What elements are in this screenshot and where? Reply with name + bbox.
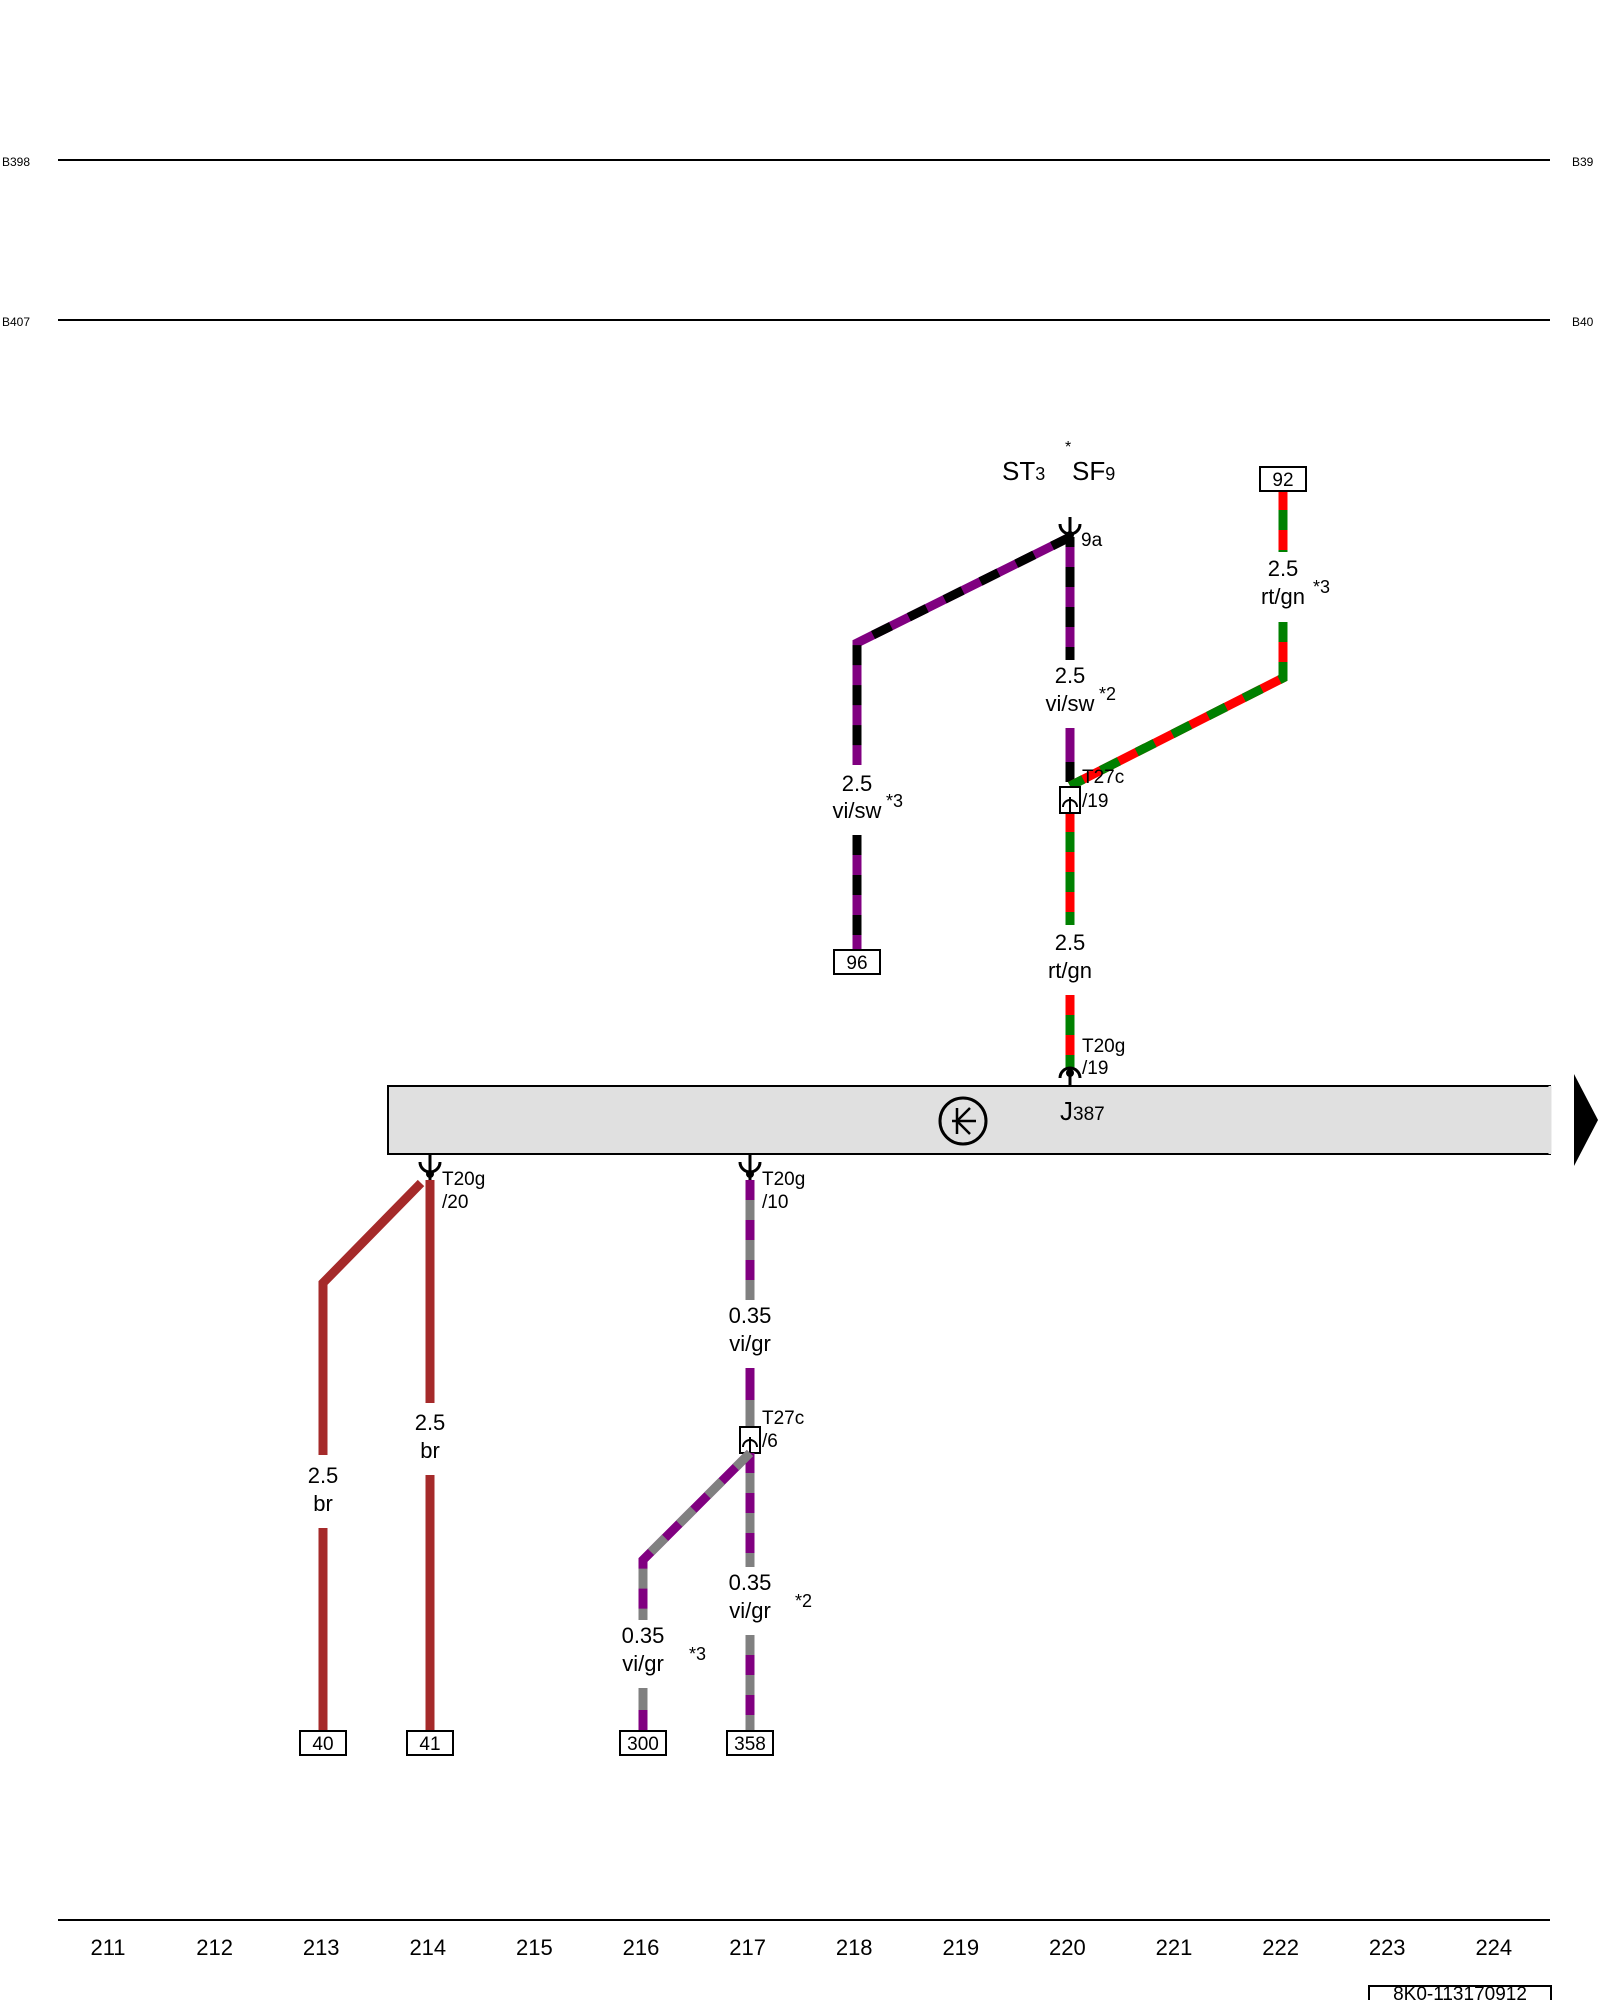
wire-rtgn-right-size: 2.5: [1268, 556, 1299, 581]
bus-second-left-label: B407: [2, 315, 30, 329]
doc-number-box: 8K0-113170912: [1368, 1984, 1552, 2000]
ruler-label: 224: [1475, 1935, 1512, 1960]
wire-br-214-color: br: [420, 1438, 440, 1463]
ruler-label: 211: [90, 1935, 125, 1960]
wire-br-213: 2.5 br: [308, 1179, 425, 1731]
connector-t20g-10-line1: T20g: [762, 1169, 805, 1190]
wire-visw-left-size: 2.5: [842, 771, 873, 796]
wire-vigr-217b-size: 0.35: [729, 1570, 772, 1595]
fuse-sf-label: SF9: [1072, 456, 1115, 486]
connector-t20g-19: T20g /19: [1058, 1036, 1125, 1086]
ruler-label: 220: [1049, 1935, 1086, 1960]
ruler-label: 214: [409, 1935, 446, 1960]
connector-t20g-19-line2: /19: [1082, 1058, 1108, 1079]
wire-rtgn-mid-size: 2.5: [1055, 930, 1086, 955]
connector-t20g-20-line2: /20: [442, 1192, 468, 1213]
wire-visw-mid-note: *2: [1099, 684, 1116, 704]
ruler-label: 218: [836, 1935, 873, 1960]
wire-visw-left-note: *3: [886, 791, 903, 811]
bus-line-second: B407 B40: [2, 315, 1594, 329]
wire-visw-mid-size: 2.5: [1055, 663, 1086, 688]
fuse-label-group: ST3 SF9 * 9a: [1002, 439, 1115, 551]
connector-t27c-19-line2: /19: [1082, 791, 1108, 812]
wire-vigr-217b-color: vi/gr: [729, 1598, 771, 1623]
ruler-label: 215: [516, 1935, 553, 1960]
wire-br-214-size: 2.5: [415, 1410, 446, 1435]
wire-rtgn-right: 2.5 rt/gn *3: [1067, 490, 1330, 791]
connector-t20g-10: T20g /10: [738, 1155, 805, 1213]
ruler-label: 222: [1262, 1935, 1299, 1960]
wire-vigr-216-color: vi/gr: [622, 1651, 664, 1676]
connector-t27c-19-line1: T27c: [1082, 767, 1124, 788]
relay-j387: J387: [387, 1085, 1552, 1155]
connector-t27c-6-line2: /6: [762, 1431, 778, 1452]
terminal-40-label: 40: [312, 1734, 333, 1755]
wire-vigr-216-note: *3: [689, 1644, 706, 1664]
wire-vigr-216: 0.35 vi/gr *3: [622, 1449, 754, 1731]
ruler: 211 212 213 214 215 216 217 218 219 220 221 222 223 2…: [58, 1919, 1550, 1960]
terminal-41[interactable]: 41: [406, 1730, 454, 1756]
terminal-92-label: 92: [1272, 470, 1293, 491]
wire-vigr-217b-note: *2: [795, 1591, 812, 1611]
ruler-label: 212: [196, 1935, 233, 1960]
wire-rtgn-mid-color: rt/gn: [1048, 958, 1092, 983]
connector-t27c-6-line1: T27c: [762, 1408, 804, 1429]
terminal-358[interactable]: 358: [726, 1730, 774, 1756]
wire-br-213-size: 2.5: [308, 1463, 339, 1488]
ruler-label: 221: [1156, 1935, 1193, 1960]
wire-rtgn-right-note: *3: [1313, 577, 1330, 597]
ruler-label: 219: [942, 1935, 979, 1960]
wire-br-213-color: br: [313, 1491, 333, 1516]
relay-symbol-icon: [938, 1096, 988, 1146]
wire-vigr-216-size: 0.35: [622, 1623, 665, 1648]
wire-visw-mid-color: vi/sw: [1046, 691, 1095, 716]
connector-t20g-20-line1: T20g: [442, 1169, 485, 1190]
fuse-pin-label: 9a: [1081, 530, 1103, 551]
wire-visw-mid: 2.5 vi/sw *2: [1046, 537, 1116, 782]
wire-visw-left: 2.5 vi/sw *3: [833, 532, 1073, 950]
ruler-label: 213: [303, 1935, 340, 1960]
terminal-92[interactable]: 92: [1259, 466, 1307, 492]
wire-br-214: 2.5 br: [415, 1180, 446, 1731]
connector-t20g-19-line1: T20g: [1082, 1036, 1125, 1057]
wire-vigr-217b: 0.35 vi/gr *2: [729, 1453, 812, 1731]
terminal-300-label: 300: [627, 1734, 659, 1755]
bus-top-right-label: B39: [1572, 155, 1594, 169]
bus-second-right-label: B40: [1572, 315, 1594, 329]
connector-t27c-6: T27c /6: [739, 1408, 804, 1454]
ruler-label: 217: [729, 1935, 766, 1960]
fuse-star-note: *: [1065, 439, 1071, 456]
ruler-labels: 211 212 213 214 215 216 217 218 219 220 221 222 223 2…: [90, 1935, 1512, 1960]
bus-line-top: B398 B39: [2, 155, 1594, 169]
wire-rtgn-mid: 2.5 rt/gn: [1048, 812, 1092, 1068]
terminal-40[interactable]: 40: [299, 1730, 347, 1756]
fuse-st-label: ST3: [1002, 456, 1045, 486]
connector-t27c-19: T27c /19: [1059, 767, 1124, 814]
terminal-96-label: 96: [846, 953, 867, 974]
wire-vigr-217a-color: vi/gr: [729, 1331, 771, 1356]
wire-vigr-217a: 0.35 vi/gr: [729, 1180, 772, 1427]
terminal-96[interactable]: 96: [833, 949, 881, 975]
doc-number: 8K0-113170912: [1393, 1984, 1527, 2000]
relay-label: J387: [1060, 1096, 1105, 1126]
ruler-label: 223: [1369, 1935, 1406, 1960]
wire-visw-left-color: vi/sw: [833, 798, 882, 823]
terminal-358-label: 358: [734, 1734, 766, 1755]
bus-top-left-label: B398: [2, 155, 30, 169]
continuation-arrow-icon: [1574, 1074, 1598, 1166]
wire-rtgn-right-color: rt/gn: [1261, 584, 1305, 609]
terminal-300[interactable]: 300: [619, 1730, 667, 1756]
terminal-41-label: 41: [419, 1734, 440, 1755]
connector-t20g-10-line2: /10: [762, 1192, 788, 1213]
fuse-pin-connector: [1058, 517, 1082, 540]
wire-vigr-217a-size: 0.35: [729, 1303, 772, 1328]
ruler-label: 216: [623, 1935, 660, 1960]
connector-t20g-20: T20g /20: [418, 1155, 485, 1213]
